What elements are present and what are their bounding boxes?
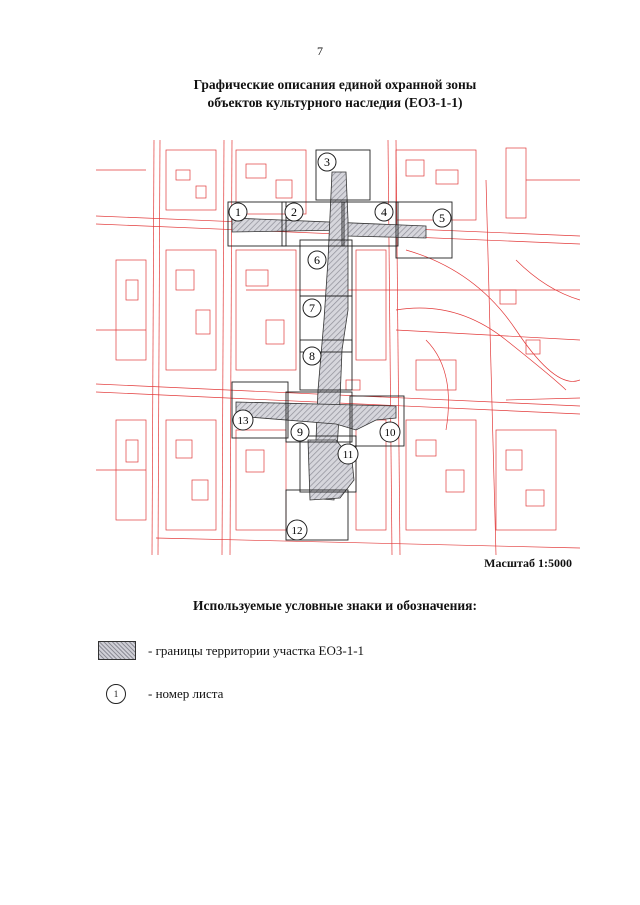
- legend-item-label: - номер листа: [148, 686, 224, 701]
- legend-item-zone-boundary: - границы территории участка ЕОЗ-1-1: [98, 641, 364, 660]
- zone-map: 1 2 3 4 5 6 7: [96, 140, 580, 555]
- svg-text:6: 6: [314, 253, 320, 267]
- sheet-label-2: 2: [284, 202, 304, 222]
- sheet-label-6: 6: [307, 250, 327, 270]
- svg-text:5: 5: [439, 211, 445, 225]
- title-line-2: объектов культурного наследия (ЕОЗ-1-1): [207, 95, 463, 110]
- legend-item-sheet-number: 1 - номер листа: [106, 684, 223, 704]
- sheet-label-4: 4: [374, 202, 394, 222]
- sheet-label-13: 13: [232, 409, 254, 431]
- sheet-label-11: 11: [337, 443, 359, 465]
- sheet-frames: [227, 149, 453, 541]
- sheet-label-8: 8: [302, 346, 322, 366]
- sheet-labels: 1 2 3 4 5 6 7: [228, 152, 452, 541]
- svg-text:2: 2: [291, 205, 297, 219]
- sheet-number-circle-icon: 1: [106, 684, 126, 704]
- svg-text:3: 3: [324, 155, 330, 169]
- svg-text:4: 4: [381, 205, 387, 219]
- svg-text:7: 7: [309, 301, 315, 315]
- page-number: 7: [317, 44, 323, 58]
- svg-text:13: 13: [238, 415, 250, 427]
- sheet-label-10: 10: [379, 421, 401, 443]
- sheet-label-9: 9: [290, 422, 310, 442]
- sheet-label-5: 5: [432, 208, 452, 228]
- svg-text:11: 11: [343, 449, 354, 461]
- sheet-label-1: 1: [228, 202, 248, 222]
- sheet-label-7: 7: [302, 298, 322, 318]
- legend-title: Используемые условные знаки и обозначени…: [193, 598, 477, 613]
- hatch-swatch-icon: [98, 641, 136, 660]
- zone-territory: [231, 171, 427, 501]
- legend-item-label: - границы территории участка ЕОЗ-1-1: [148, 642, 365, 658]
- svg-text:1: 1: [235, 205, 241, 219]
- svg-text:12: 12: [292, 525, 303, 537]
- title-line-1: Графические описания единой охранной зон…: [193, 77, 477, 92]
- page-title: Графические описания единой охранной зон…: [0, 76, 640, 112]
- sheet-label-3: 3: [317, 152, 337, 172]
- svg-text:8: 8: [309, 349, 315, 363]
- sheet-label-12: 12: [286, 519, 308, 541]
- map-scale: Масштаб 1:5000: [484, 556, 572, 570]
- svg-text:10: 10: [385, 427, 397, 439]
- svg-text:9: 9: [297, 425, 303, 439]
